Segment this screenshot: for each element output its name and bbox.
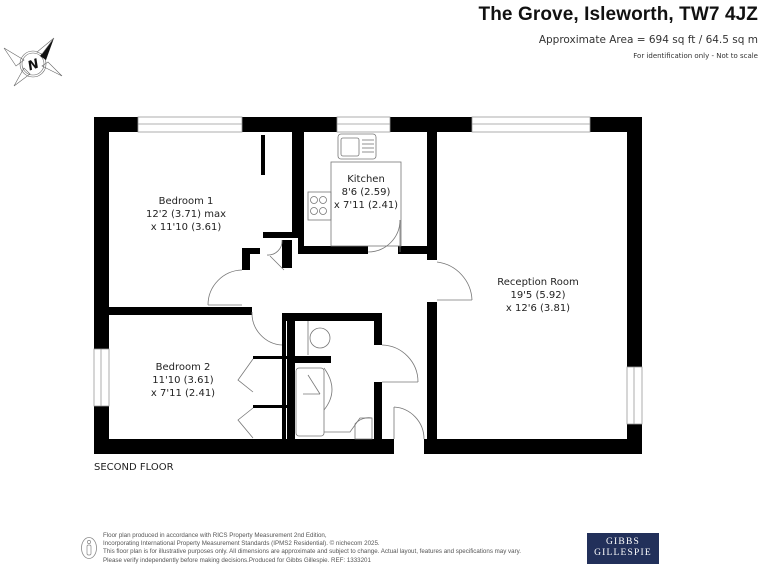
door-bedroom1 <box>207 269 243 306</box>
wall <box>253 405 288 408</box>
person-measure-icon <box>81 537 97 559</box>
approximate-area: Approximate Area = 694 sq ft / 64.5 sq m <box>538 34 758 46</box>
room-name: Bedroom 1 <box>158 196 214 207</box>
wall <box>282 313 286 453</box>
scale-note: For identification only - Not to scale <box>633 52 758 60</box>
wall <box>627 117 642 367</box>
wall <box>261 135 265 175</box>
wall <box>390 117 472 132</box>
room-dimension: x 7'11 (2.41) <box>150 388 216 399</box>
disclaimer: Floor plan produced in accordance with R… <box>103 532 521 565</box>
wall <box>263 232 298 238</box>
svg-text:N: N <box>26 56 41 74</box>
wall <box>94 117 109 349</box>
room-dimension: x 11'10 (3.61) <box>150 222 222 233</box>
door-bathroom <box>381 344 419 383</box>
wall <box>427 132 437 260</box>
window <box>137 116 243 133</box>
room-name: Bedroom 2 <box>155 362 211 373</box>
wall <box>374 313 382 345</box>
wall <box>298 246 368 254</box>
window <box>471 116 591 133</box>
door-bedroom2 <box>251 311 283 346</box>
room-label-bedroom2: Bedroom 2 11'10 (3.61) x 7'11 (2.41) <box>151 361 215 400</box>
window <box>626 366 643 425</box>
room-dimension: x 7'11 (2.41) <box>333 200 399 211</box>
logo-line: GIBBS <box>606 537 640 547</box>
room-dimension: x 12'6 (3.81) <box>505 303 571 314</box>
north-arrow-icon: N <box>3 37 63 87</box>
agency-logo: GIBBS GILLESPIE <box>587 533 659 564</box>
room-dimension: 19'5 (5.92) <box>510 290 566 301</box>
wall <box>94 439 394 454</box>
property-title: The Grove, Isleworth, TW7 4JZ <box>478 4 758 25</box>
wall <box>398 246 430 254</box>
room-name: Reception Room <box>497 277 579 288</box>
wall <box>287 313 295 453</box>
wall <box>242 248 250 270</box>
room-dimension: 11'10 (3.61) <box>152 375 214 386</box>
window <box>93 348 110 407</box>
wall <box>282 240 292 268</box>
wall <box>94 307 252 315</box>
room-label-kitchen: Kitchen 8'6 (2.59) x 7'11 (2.41) <box>334 173 398 212</box>
window <box>336 116 391 133</box>
wall <box>242 248 260 254</box>
wall <box>292 132 300 232</box>
wall <box>298 132 304 252</box>
room-name: Kitchen <box>347 174 385 185</box>
door-kitchen <box>367 219 401 253</box>
room-label-reception: Reception Room 19'5 (5.92) x 12'6 (3.81) <box>497 276 578 315</box>
disclaimer-line: Incorporating International Property Mea… <box>103 540 380 548</box>
wall <box>253 356 288 359</box>
disclaimer-line: Floor plan produced in accordance with R… <box>103 532 327 539</box>
door-entrance <box>393 406 425 440</box>
room-dimension: 12'2 (3.71) max <box>145 209 227 220</box>
wall <box>242 117 337 132</box>
door-reception <box>436 261 473 301</box>
disclaimer-line: Please verify independently before makin… <box>103 556 371 564</box>
wall <box>374 382 382 442</box>
wall <box>295 356 331 363</box>
disclaimer-line: This floor plan is for illustrative purp… <box>103 548 521 556</box>
wall <box>427 302 437 454</box>
room-dimension: 8'6 (2.59) <box>341 187 391 198</box>
wall <box>282 313 382 321</box>
floor-label: SECOND FLOOR <box>94 462 174 473</box>
wall <box>424 439 642 454</box>
logo-line: GILLESPIE <box>594 548 652 558</box>
room-label-bedroom1: Bedroom 1 12'2 (3.71) max x 11'10 (3.61) <box>146 195 226 234</box>
